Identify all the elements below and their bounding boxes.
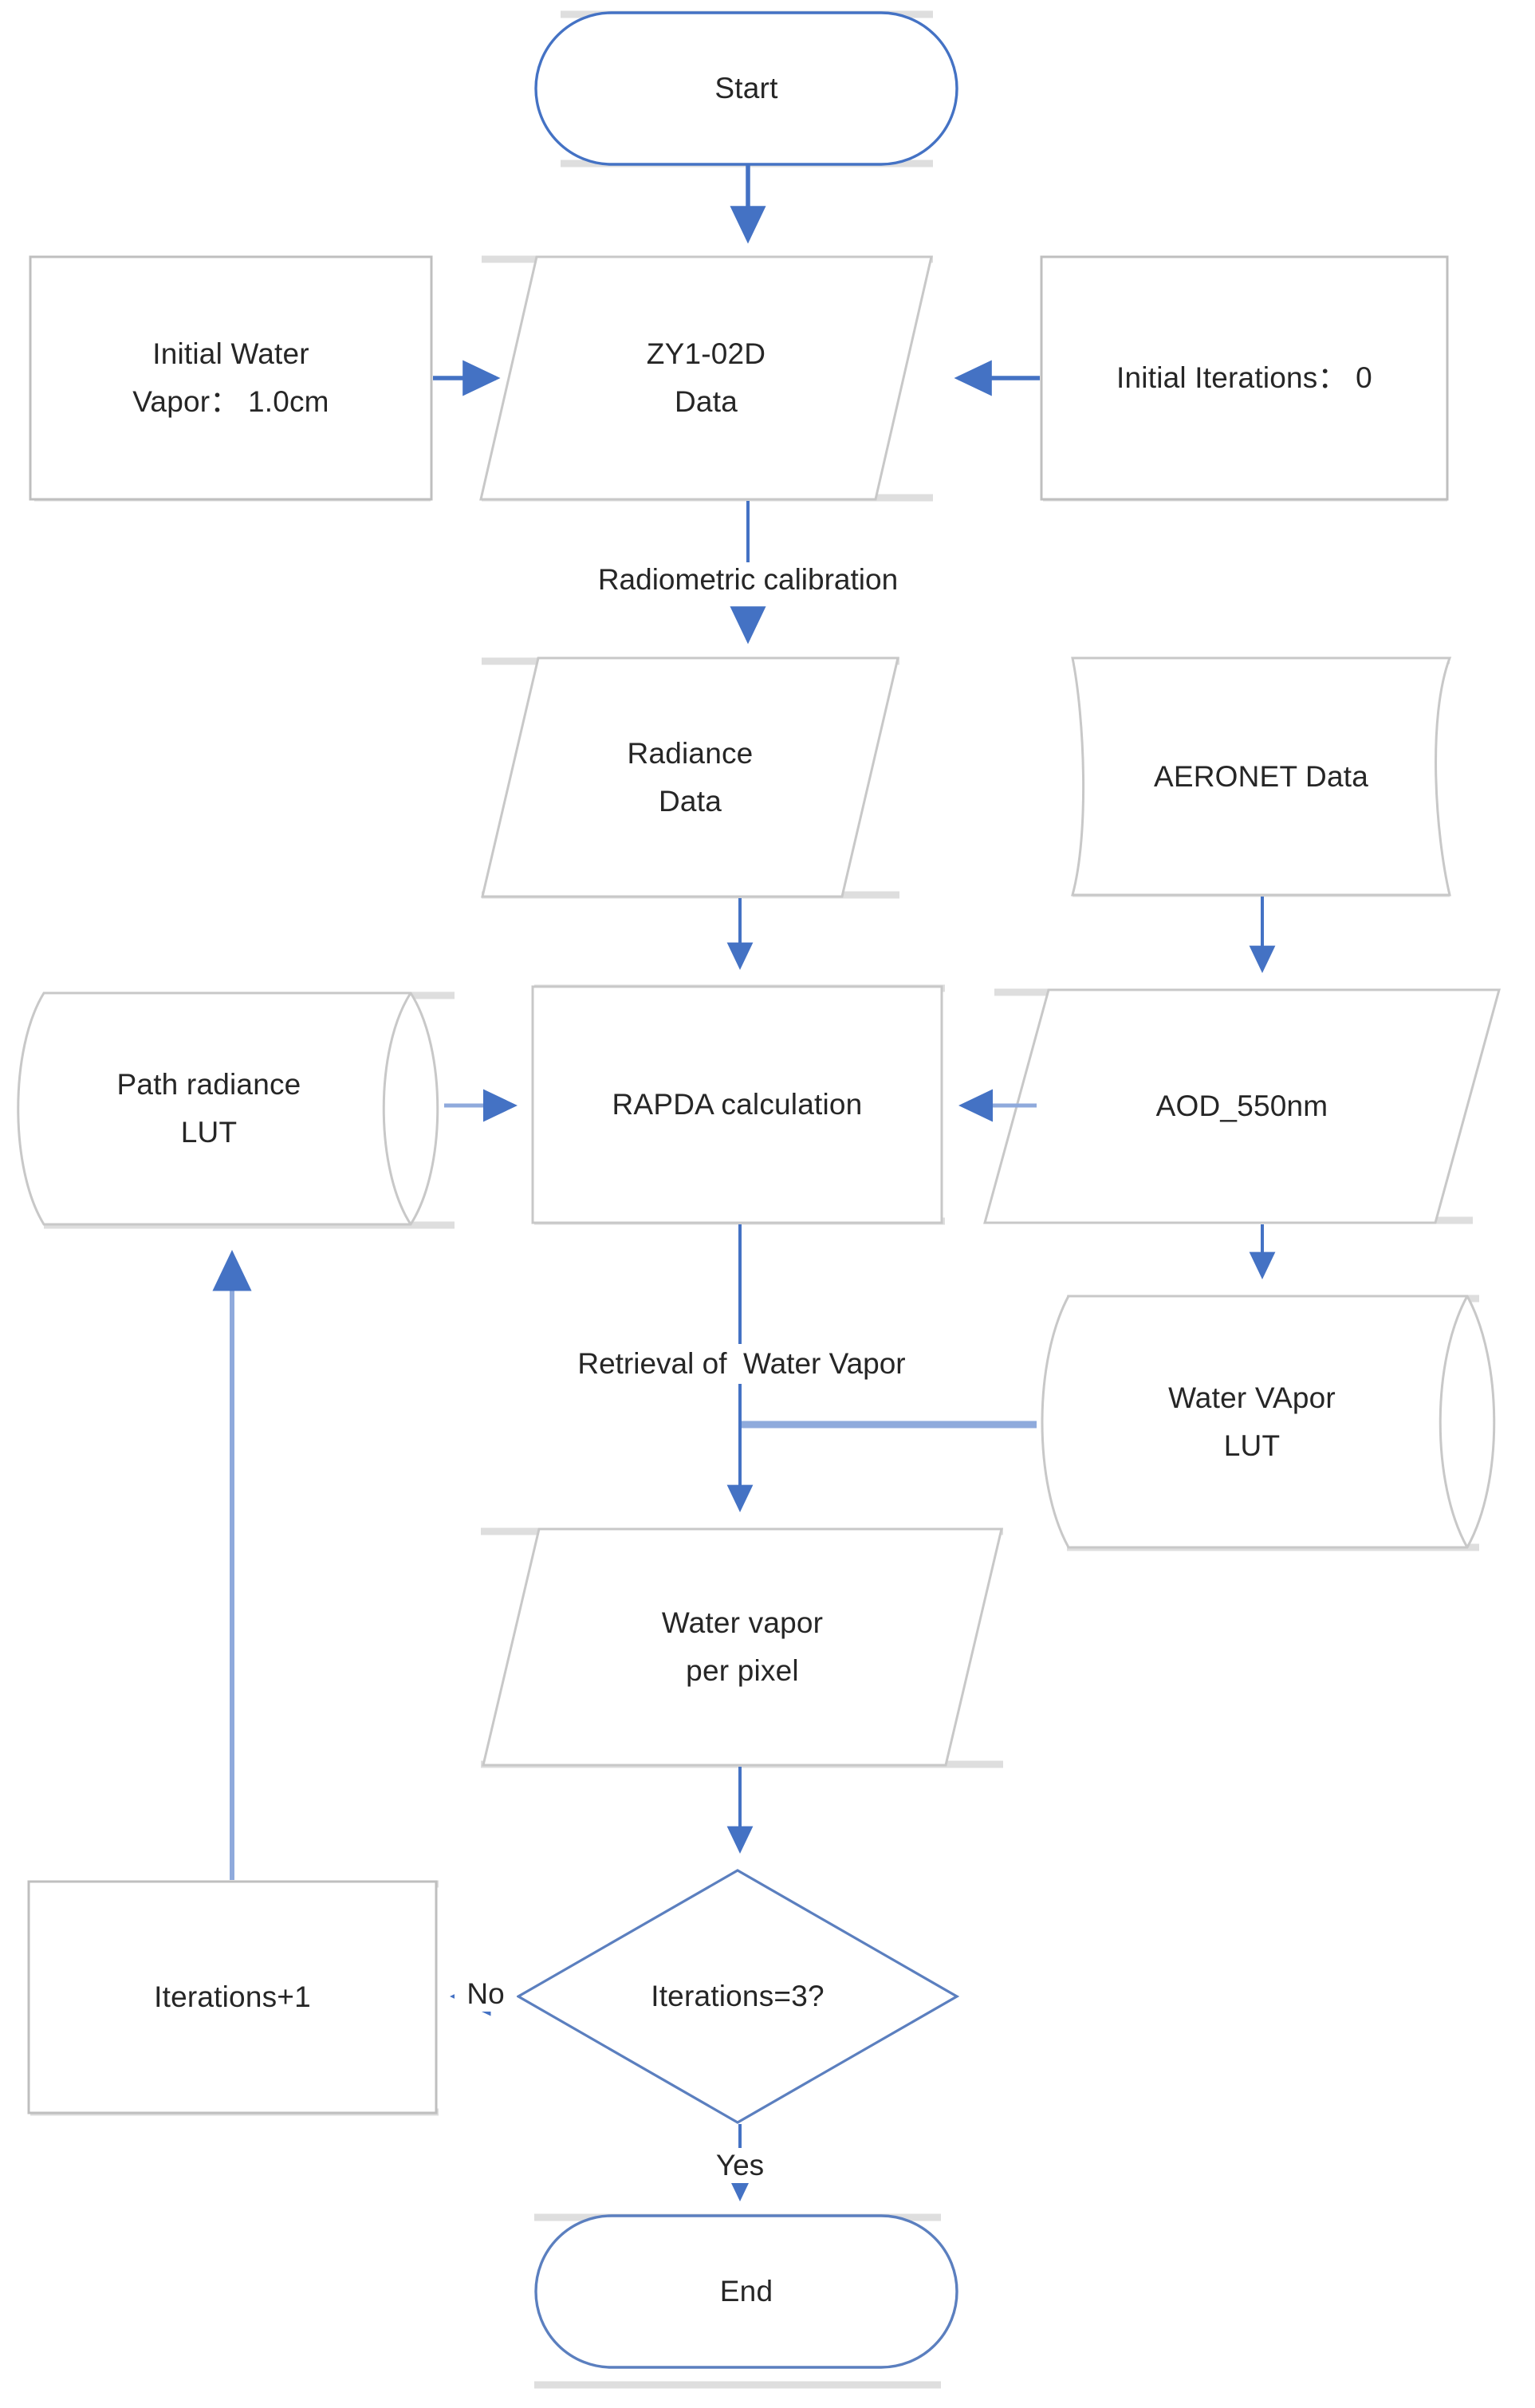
node-initial-water-vapor-shape[interactable] xyxy=(29,255,433,501)
edge-label-yes: Yes xyxy=(680,2148,800,2184)
node-aod-550nm[interactable] xyxy=(985,990,1499,1223)
node-aeronet-data-shape[interactable] xyxy=(1071,656,1452,897)
node-start[interactable] xyxy=(536,13,957,164)
node-radiance-data-shape[interactable] xyxy=(481,656,899,898)
node-water-vapor-per-pixel[interactable] xyxy=(483,1529,1002,1765)
node-initial-iterations[interactable] xyxy=(1041,257,1447,499)
node-water-vapor-per-pixel-shape[interactable] xyxy=(482,1527,1003,1767)
edge-label-no: No xyxy=(455,1976,517,2012)
node-water-vapor-lut-cap xyxy=(1439,1295,1469,1548)
node-water-vapor-lut[interactable] xyxy=(1033,1296,1503,1547)
node-aeronet-data[interactable] xyxy=(1073,658,1450,895)
node-initial-iterations-shape[interactable] xyxy=(1040,255,1449,501)
node-initial-water-vapor[interactable] xyxy=(30,257,431,499)
node-iterations-eq-3-shape[interactable] xyxy=(515,1869,960,2124)
node-iterations-plus-1-shape[interactable] xyxy=(27,1880,438,2114)
node-zy1-02d-data[interactable] xyxy=(481,257,931,499)
node-aod-550nm-shape[interactable] xyxy=(983,988,1501,1224)
node-end[interactable] xyxy=(536,2216,957,2367)
node-rapda-calculation-shape[interactable] xyxy=(531,985,943,1224)
node-rapda-calculation[interactable] xyxy=(533,987,942,1223)
node-iterations-plus-1[interactable] xyxy=(29,1882,436,2113)
edge-label-radiometric-calibration: Radiometric calibration xyxy=(509,562,987,598)
node-iterations-eq-3[interactable] xyxy=(518,1870,957,2122)
node-end-shape[interactable] xyxy=(534,2214,958,2369)
node-zy1-02d-data-shape[interactable] xyxy=(479,255,933,501)
node-radiance-data[interactable] xyxy=(482,658,898,897)
node-path-radiance-lut[interactable] xyxy=(10,993,447,1224)
node-path-radiance-lut-cap xyxy=(382,992,412,1225)
edge-label-retrieval-of-water-vapor: Retrieval of Water Vapor xyxy=(482,1346,1001,1382)
